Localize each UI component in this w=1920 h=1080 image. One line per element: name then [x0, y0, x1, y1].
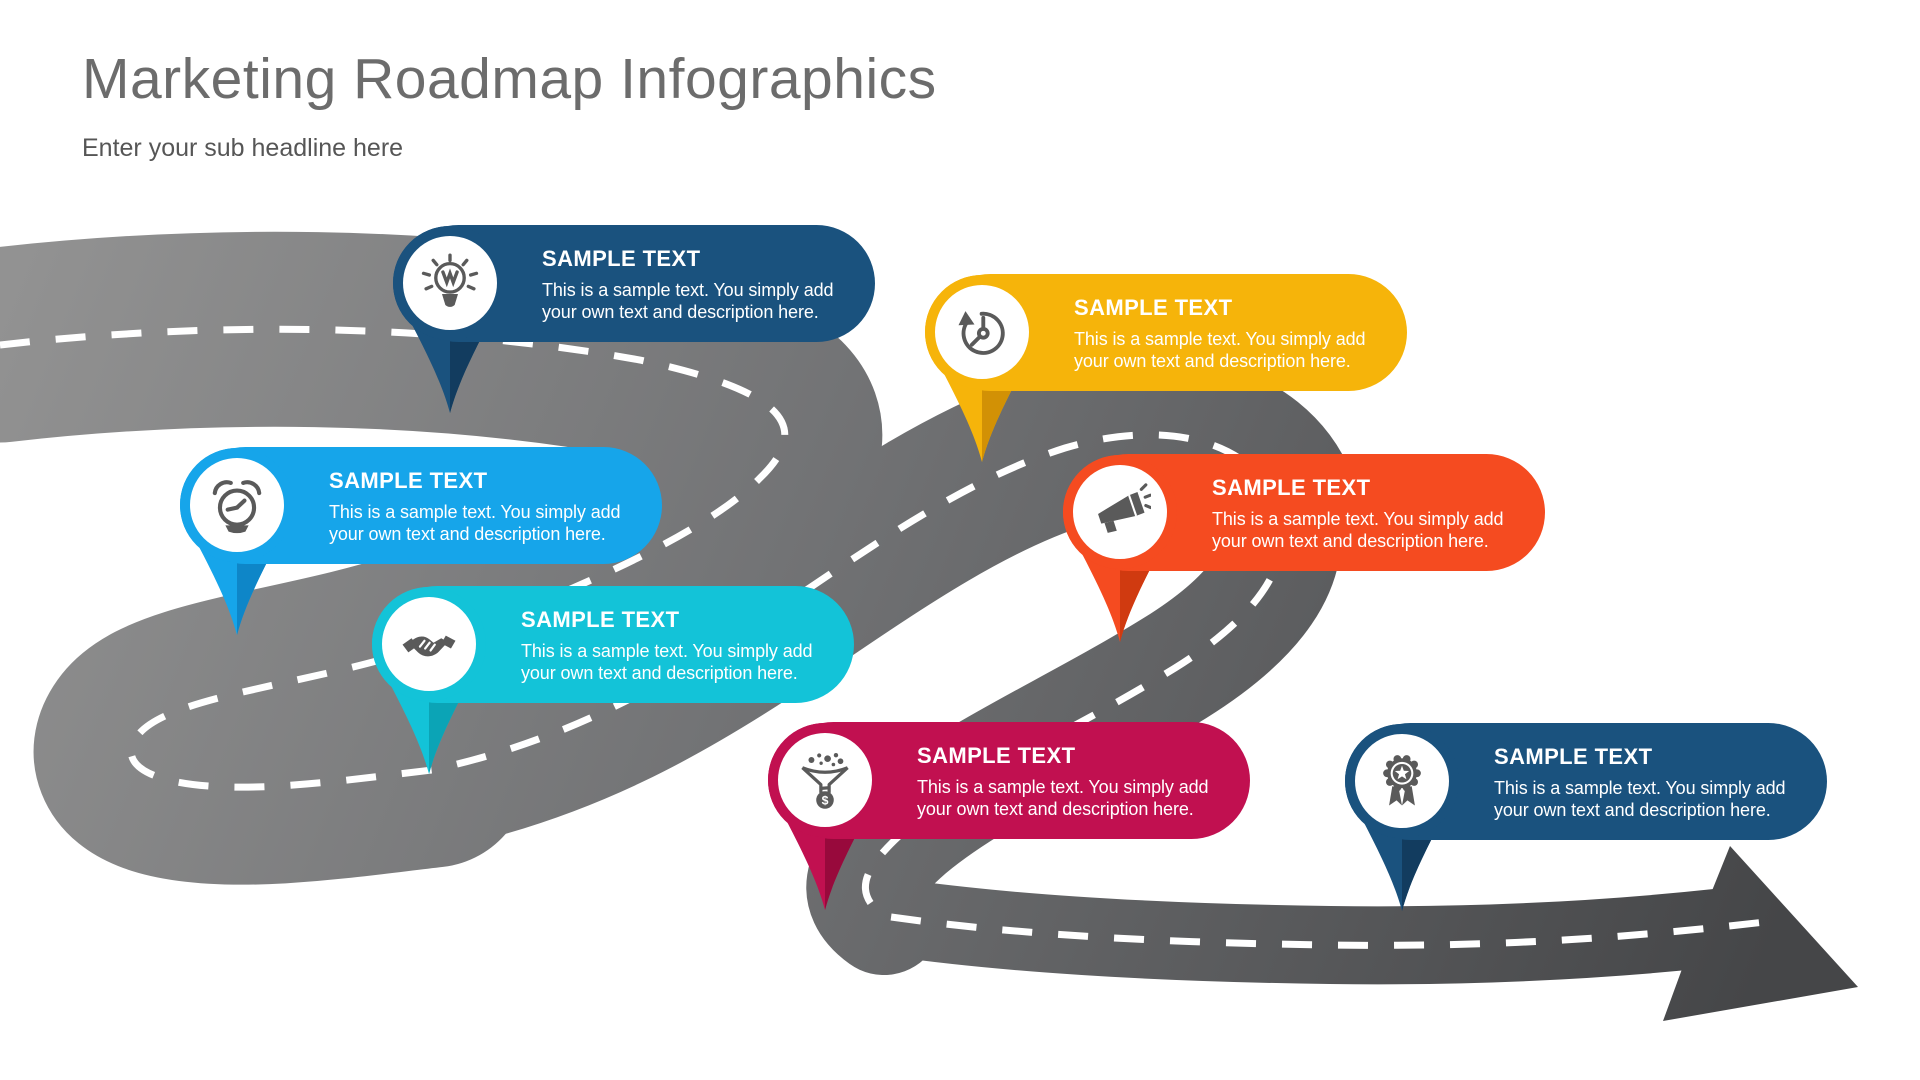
milestone-description: This is a sample text. You simply add yo…: [1074, 329, 1366, 372]
milestone-title: SAMPLE TEXT: [1494, 744, 1653, 769]
milestone-7: SAMPLE TEXT This is a sample text. You s…: [1340, 719, 1827, 919]
milestone-3: SAMPLE TEXT This is a sample text. You s…: [175, 443, 662, 643]
milestone-title: SAMPLE TEXT: [542, 246, 701, 271]
milestone-description: This is a sample text. You simply add yo…: [1494, 778, 1786, 821]
milestone-title: SAMPLE TEXT: [521, 607, 680, 632]
svg-text:$: $: [822, 794, 829, 808]
milestone-4: SAMPLE TEXT This is a sample text. You s…: [1058, 450, 1545, 650]
page-subtitle: Enter your sub headline here: [82, 134, 404, 162]
slide-header: Marketing Roadmap Infographics Enter you…: [82, 46, 937, 163]
milestone-description: This is a sample text. You simply add yo…: [1212, 509, 1504, 552]
time-history-icon: [958, 311, 1005, 355]
milestone-description: This is a sample text. You simply add yo…: [329, 502, 621, 545]
megaphone-icon: [1098, 483, 1151, 533]
milestone-6: SAMPLE TEXT This is a sample text. You s…: [763, 718, 1250, 918]
milestone-title: SAMPLE TEXT: [1074, 295, 1233, 320]
milestone-icon-circle: $: [768, 723, 882, 837]
milestone-title: SAMPLE TEXT: [329, 468, 488, 493]
page-title: Marketing Roadmap Infographics: [82, 47, 937, 111]
road-arrow: [1663, 846, 1858, 1021]
milestone-description: This is a sample text. You simply add yo…: [521, 641, 813, 684]
milestone-icon-circle: [1345, 724, 1459, 838]
milestone-2: SAMPLE TEXT This is a sample text. You s…: [920, 270, 1407, 470]
alarm-clock-icon: [212, 480, 262, 534]
milestone-5: SAMPLE TEXT This is a sample text. You s…: [367, 582, 854, 782]
milestone-description: This is a sample text. You simply add yo…: [542, 280, 834, 323]
milestone-icon-circle: [372, 587, 486, 701]
milestone-icon-circle: [925, 275, 1039, 389]
milestone-icon-circle: [180, 448, 294, 562]
milestone-description: This is a sample text. You simply add yo…: [917, 777, 1209, 820]
milestone-icon-circle: [393, 226, 507, 340]
award-badge-icon: [1383, 755, 1421, 806]
lightbulb-idea-icon: [421, 253, 479, 307]
handshake-icon: [402, 635, 456, 657]
milestone-title: SAMPLE TEXT: [917, 743, 1076, 768]
milestone-icon-circle: [1063, 455, 1177, 569]
milestone-1: SAMPLE TEXT This is a sample text. You s…: [388, 221, 875, 421]
sales-funnel-icon: $: [801, 753, 849, 809]
milestone-title: SAMPLE TEXT: [1212, 475, 1371, 500]
